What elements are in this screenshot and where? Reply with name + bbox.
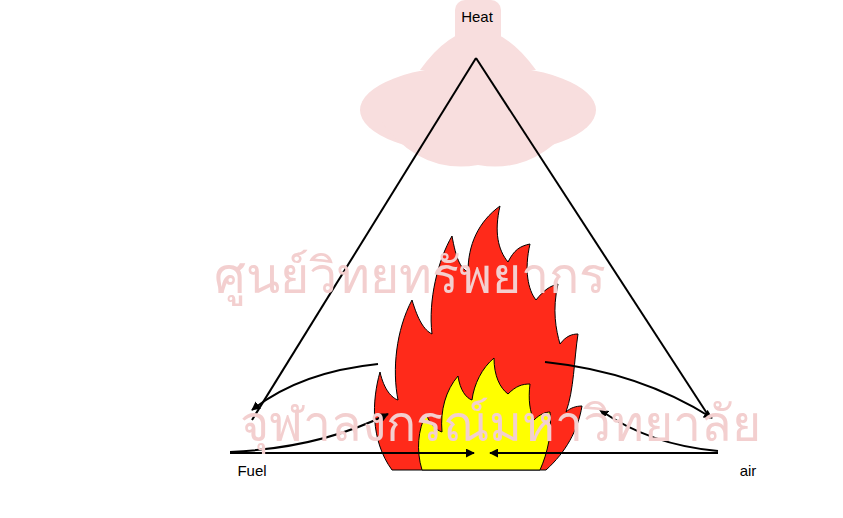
vertex-label: air: [740, 462, 757, 479]
watermark-crest: [360, 0, 596, 167]
vertex-label: Fuel: [237, 462, 266, 479]
watermark-text: ศูนย์วิทยทรัพยากร: [214, 248, 606, 306]
vertex-label: Heat: [461, 8, 493, 25]
watermark-text: จุฬาลงกรณ์มหาวิทยาลัย: [240, 396, 761, 454]
